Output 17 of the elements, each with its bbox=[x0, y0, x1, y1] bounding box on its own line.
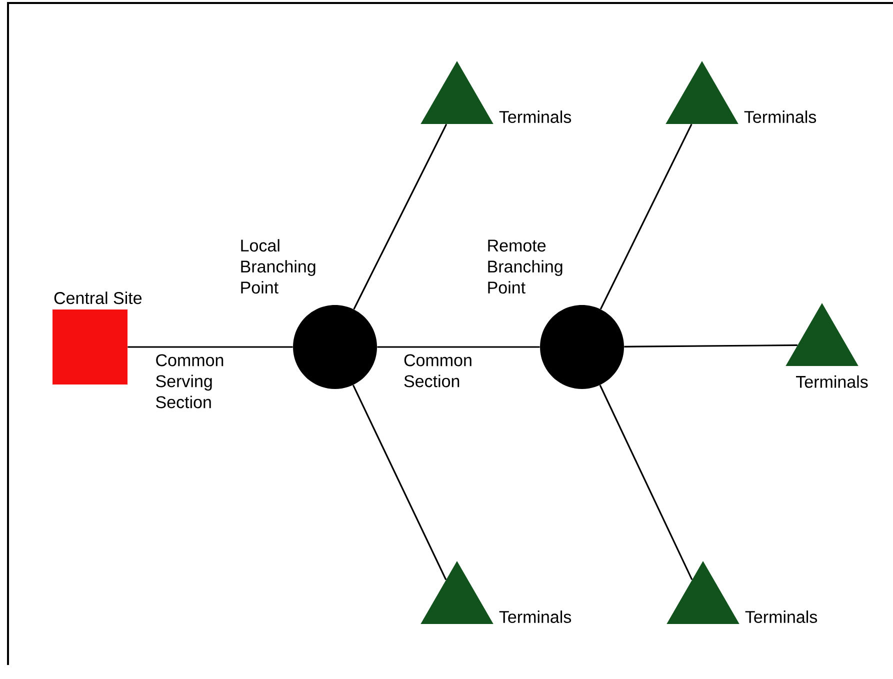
node-label: Remote Branching Point bbox=[488, 240, 562, 294]
terminals-label: Terminals bbox=[499, 110, 572, 123]
node-label: Central Site bbox=[54, 292, 142, 304]
terminals-label: Terminals bbox=[796, 375, 868, 388]
connector-line bbox=[600, 124, 692, 310]
connector-line bbox=[352, 384, 447, 580]
edge-label: Common Section bbox=[404, 354, 472, 388]
connector-line bbox=[624, 344, 798, 348]
connector-line bbox=[128, 346, 293, 348]
terminals-label: Terminals bbox=[499, 610, 572, 623]
connector-line bbox=[599, 384, 693, 580]
node-label: Local Branching Point bbox=[241, 239, 316, 294]
connector-line bbox=[377, 346, 540, 348]
edge-label: Common Serving Section bbox=[156, 354, 224, 408]
terminals-label: Terminals bbox=[745, 610, 818, 623]
connector-line bbox=[353, 124, 448, 310]
terminals-label: Terminals bbox=[744, 110, 816, 123]
